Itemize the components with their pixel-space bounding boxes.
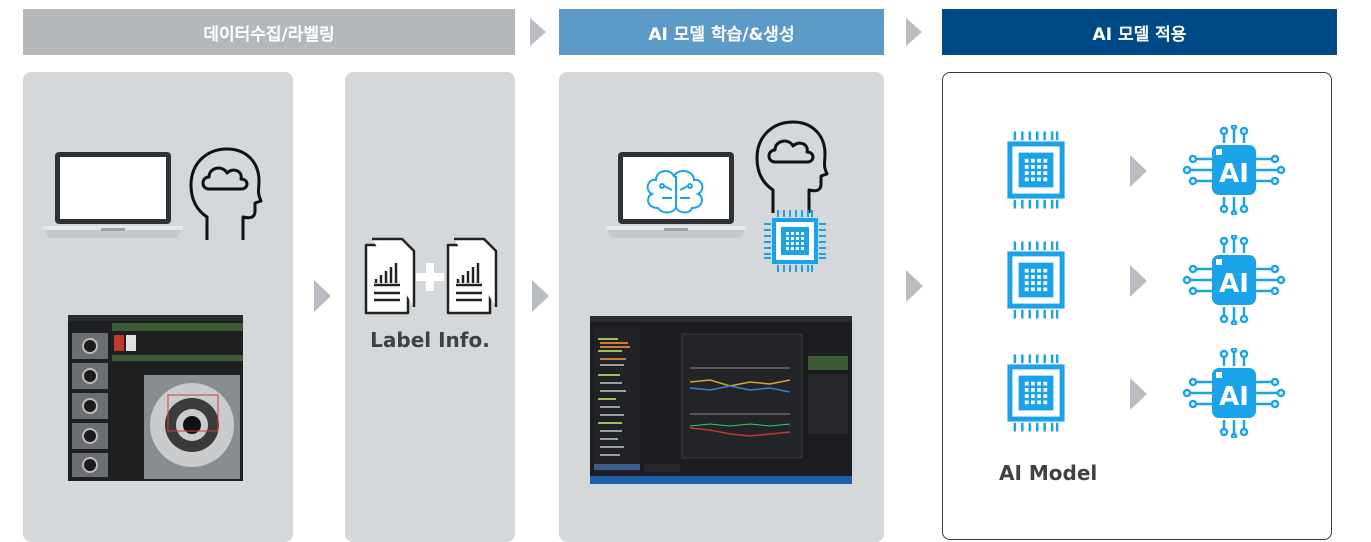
training-tool-screenshot [590, 316, 852, 484]
document-chart-icon [364, 237, 498, 315]
header-data-collection: 데이터수집/라벨링 [23, 9, 515, 55]
header-arrow-icon [530, 18, 546, 46]
panel-model-training [559, 72, 884, 542]
ai-model-label: AI Model [999, 461, 1098, 485]
ai-badge-text: AI [1219, 159, 1249, 189]
label-info-text: Label Info. [370, 328, 490, 352]
arrow-right-icon [1130, 265, 1147, 297]
ai-badge-text: AI [1219, 269, 1249, 299]
ai-chip-icon: AI [1182, 125, 1286, 215]
arrow-right-icon [906, 270, 923, 302]
plus-icon [416, 263, 444, 291]
panel-model-apply: AI Model [942, 72, 1332, 540]
arrow-right-icon [1130, 378, 1147, 410]
arrow-right-icon [1130, 155, 1147, 187]
header-model-training: AI 모델 학습/&생성 [559, 9, 884, 55]
arrow-right-icon [532, 280, 549, 312]
chip-icon [1007, 354, 1065, 432]
brain-circuit-icon [646, 170, 704, 214]
laptop-icon [43, 152, 183, 238]
panel-label-info: Label Info. [345, 72, 515, 542]
head-cloud-icon [755, 120, 829, 213]
arrow-right-icon [314, 280, 331, 312]
header-arrow-icon [906, 18, 922, 46]
ai-chip-icon: AI [1182, 348, 1286, 438]
labeling-tool-screenshot [68, 315, 243, 481]
laptop-icon [606, 152, 746, 238]
ai-badge-text: AI [1219, 382, 1249, 412]
header-model-apply: AI 모델 적용 [942, 9, 1337, 55]
panel-data-collection [23, 72, 293, 542]
head-cloud-icon [189, 147, 263, 240]
chip-icon [764, 210, 826, 272]
chip-icon [1007, 241, 1065, 319]
ai-chip-icon: AI [1182, 235, 1286, 325]
chip-icon [1007, 131, 1065, 209]
